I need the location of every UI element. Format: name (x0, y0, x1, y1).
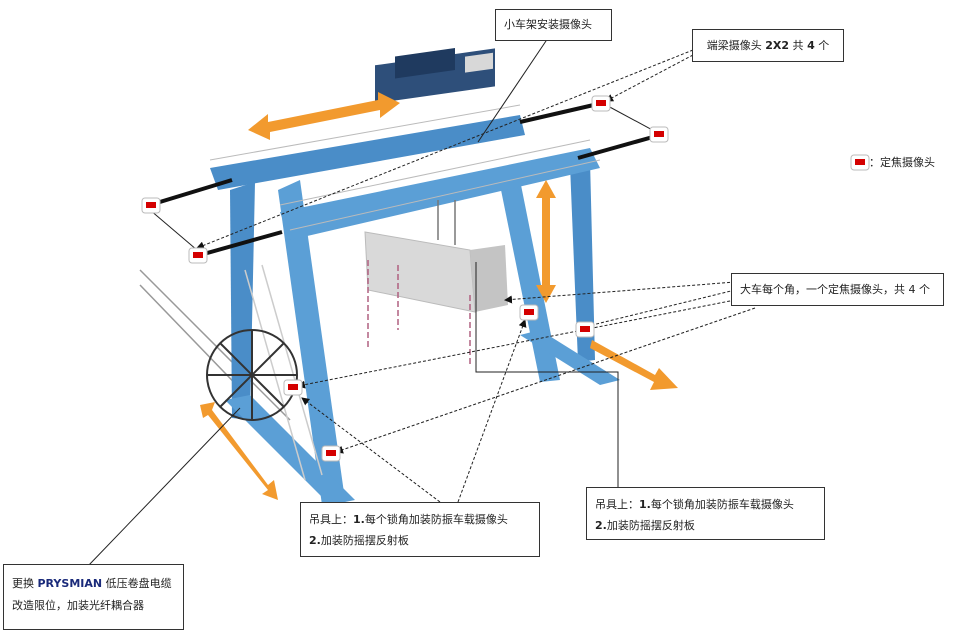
end-beam-count-b: 4 (807, 39, 815, 52)
camera-icon (141, 197, 161, 214)
end-beam-text-b: 共 (789, 39, 808, 52)
trolley (375, 48, 495, 104)
callout-spreader-right: 吊具上：1.每个锁角加装防振车载摄像头 2.加装防摇摆反射板 (586, 487, 825, 540)
spreader-left-line1: 吊具上：1.每个锁角加装防振车载摄像头 (309, 513, 508, 526)
cable-reel (206, 329, 298, 421)
camera-icon (188, 247, 208, 264)
legend-label: ：定焦摄像头 (869, 155, 935, 171)
cable-reel-line2: 改造限位，加装光纤耦合器 (12, 599, 144, 612)
spreader-right-line1: 吊具上：1.每个锁角加装防振车载摄像头 (595, 498, 794, 511)
front-girder (280, 148, 600, 240)
camera-icon (283, 379, 303, 396)
brand-name: PRYSMIAN (37, 577, 103, 590)
end-beams (149, 102, 661, 257)
end-beam-text-a: 端梁摄像头 (706, 39, 766, 52)
camera-icon (519, 304, 539, 321)
spreader-right-line2: 2.加装防摇摆反射板 (595, 519, 695, 532)
legend-text: ：定焦摄像头 (869, 156, 935, 169)
camera-icon (649, 126, 669, 143)
cable-reel-line1: 更换 PRYSMIAN 低压卷盘电缆 (12, 577, 172, 590)
callout-cable-reel: 更换 PRYSMIAN 低压卷盘电缆 改造限位，加装光纤耦合器 (3, 564, 184, 630)
gantry-crane (139, 48, 620, 505)
container (364, 231, 476, 313)
left-front-leg (278, 180, 345, 505)
cameras (141, 95, 870, 462)
left-sill-beam (225, 395, 355, 505)
end-beam-count-a: 2X2 (765, 39, 790, 52)
callout-corner-cameras: 大车每个角，一个定焦摄像头，共 4 个 (731, 273, 944, 306)
right-rear-leg (570, 160, 595, 362)
rear-girder (210, 115, 525, 190)
camera-icon (575, 321, 595, 338)
right-front-leg (500, 180, 560, 382)
end-beam-text-c: 个 (814, 39, 830, 52)
spreader-left-line2: 2.加装防摇摆反射板 (309, 534, 409, 547)
callout-trolley-camera-text: 小车架安装摄像头 (504, 18, 592, 31)
legend-camera-icon (850, 154, 870, 171)
callout-trolley-camera: 小车架安装摄像头 (495, 9, 612, 41)
callout-end-beam-camera: 端梁摄像头 2X2 共 4 个 (692, 29, 844, 62)
right-sill-beam (520, 330, 620, 385)
motion-arrows (200, 92, 678, 500)
corner-cameras-text: 大车每个角，一个定焦摄像头，共 4 个 (740, 283, 930, 296)
callout-spreader-left: 吊具上：1.每个锁角加装防振车载摄像头 2.加装防摇摆反射板 (300, 502, 540, 557)
camera-icon (591, 95, 611, 112)
camera-icon (321, 445, 341, 462)
